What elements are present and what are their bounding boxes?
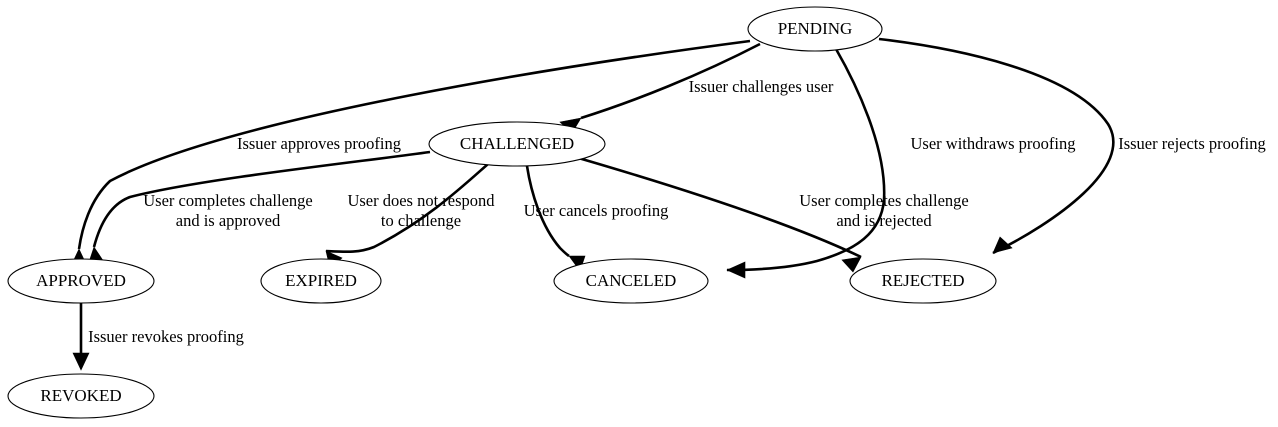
node-ellipse [260, 258, 382, 304]
edge-line [325, 163, 489, 254]
edge-pending-to-challenged: Issuer challenges user [559, 42, 834, 134]
edge-approved-to-revoked: Issuer revokes proofing [72, 303, 244, 371]
edge-line [92, 150, 431, 248]
edge-label: User withdraws proofing [911, 134, 1076, 153]
edge-label: User completes challenge [799, 191, 969, 210]
state-node-canceled[interactable]: CANCELED [553, 258, 709, 304]
edge-pending-to-rejected: Issuer rejects proofing [878, 37, 1266, 255]
edge-line [77, 39, 751, 250]
edge-label: User cancels proofing [524, 201, 669, 220]
edge-label: Issuer revokes proofing [88, 327, 244, 346]
state-node-expired[interactable]: EXPIRED [260, 258, 382, 304]
edge-label: User completes challenge [143, 191, 313, 210]
state-node-pending[interactable]: PENDING [747, 6, 883, 52]
edge-line [580, 42, 761, 120]
state-node-revoked[interactable]: REVOKED [7, 373, 155, 419]
arrowhead-icon [726, 261, 746, 279]
arrowhead-icon [72, 352, 90, 371]
node-ellipse [7, 373, 155, 419]
node-ellipse [7, 258, 155, 304]
edge-line [525, 165, 570, 258]
edge-label: Issuer approves proofing [237, 134, 401, 153]
node-ellipse [428, 121, 606, 167]
edge-label: and is rejected [836, 211, 932, 230]
state-node-approved[interactable]: APPROVED [7, 258, 155, 304]
edge-challenged-to-canceled: User cancels proofing [524, 165, 669, 272]
state-node-challenged[interactable]: CHALLENGED [428, 121, 606, 167]
edge-label: to challenge [381, 211, 461, 230]
state-node-rejected[interactable]: REJECTED [849, 258, 997, 304]
node-label: REVOKED [40, 386, 121, 405]
node-ellipse [849, 258, 997, 304]
arrowhead-icon [992, 236, 1013, 254]
node-label: APPROVED [36, 271, 126, 290]
node-label: PENDING [778, 19, 853, 38]
node-label: CANCELED [586, 271, 677, 290]
arrowhead-icon [841, 256, 862, 273]
node-label: REJECTED [881, 271, 964, 290]
edge-line [726, 48, 886, 272]
edge-label: and is approved [176, 211, 281, 230]
nodes-layer: PENDING CHALLENGED APPROVED EXPIRED CANCELED… [7, 6, 997, 419]
edge-label: User does not respond [347, 191, 495, 210]
node-label: CHALLENGED [460, 134, 574, 153]
edge-label: Issuer rejects proofing [1118, 134, 1266, 153]
edge-line [574, 155, 862, 259]
edge-line [878, 37, 1115, 255]
edge-label: Issuer challenges user [689, 77, 834, 96]
edge-pending-to-canceled: User withdraws proofing [726, 48, 1076, 279]
node-ellipse [747, 6, 883, 52]
node-label: EXPIRED [285, 271, 357, 290]
node-ellipse [553, 258, 709, 304]
